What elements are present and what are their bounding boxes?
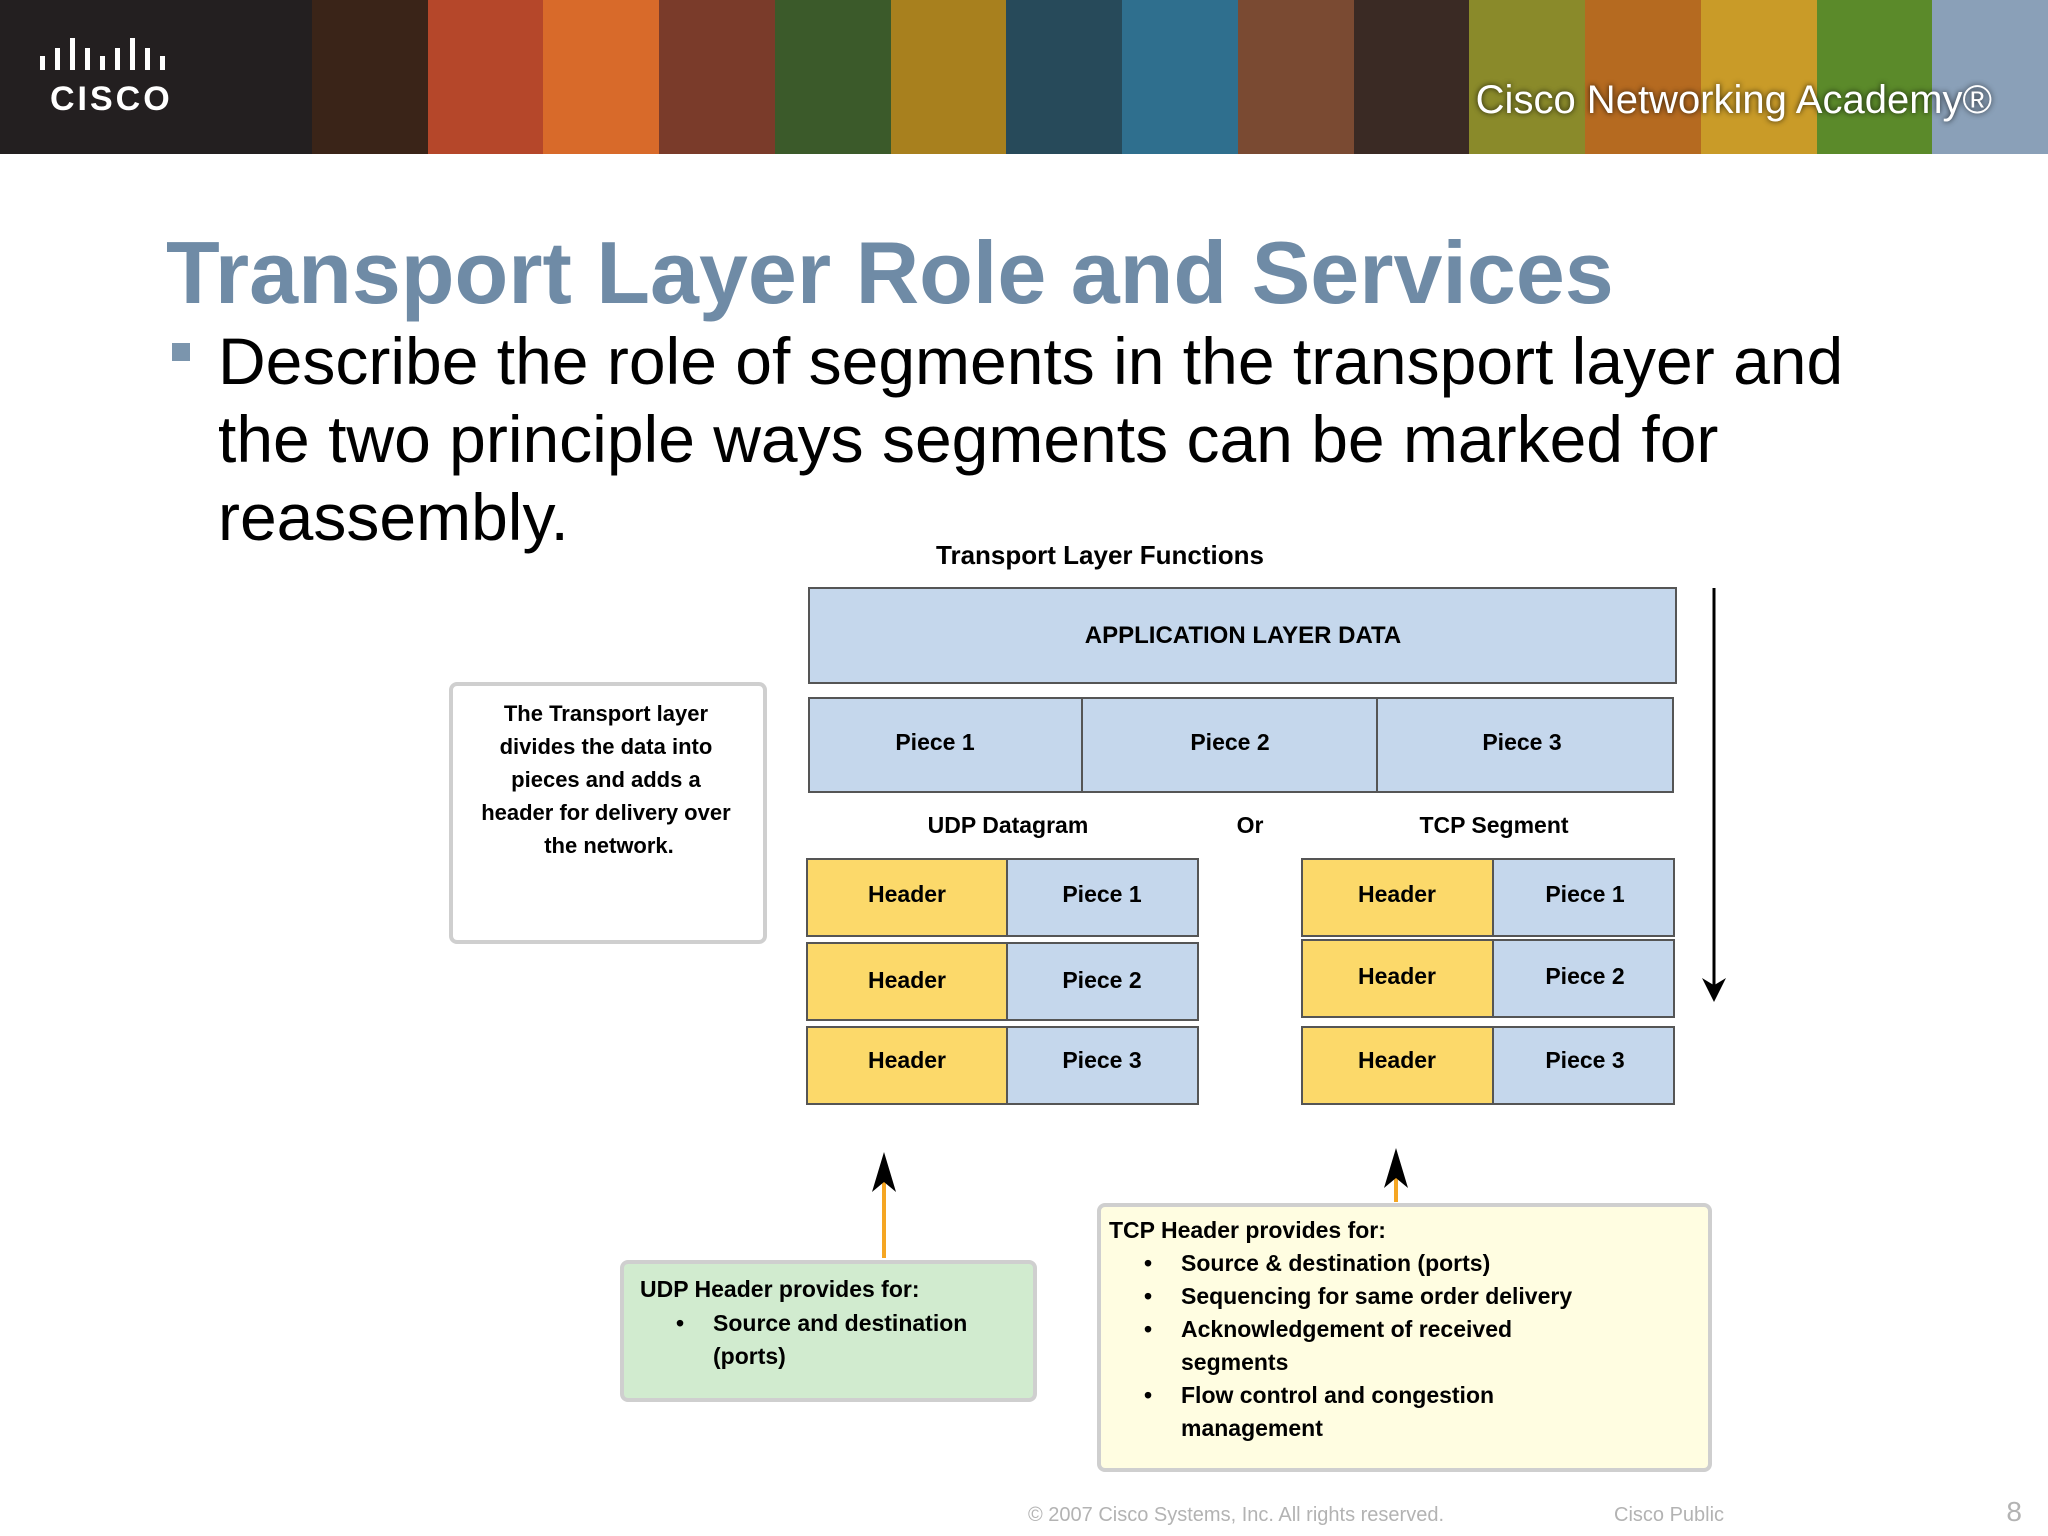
classification-text: Cisco Public xyxy=(1614,1504,1725,1526)
side-note-line: pieces and adds a xyxy=(511,767,701,792)
tcp-piece-label: Piece 1 xyxy=(1545,881,1624,907)
photo-strip xyxy=(1469,0,1586,154)
tcp-segment-label: TCP Segment xyxy=(1419,812,1568,838)
udp-box-title: UDP Header provides for: xyxy=(640,1276,919,1302)
cisco-logo-text: CISCO xyxy=(50,80,173,118)
tcp-header-info-box xyxy=(1097,1203,1712,1472)
tcp-box-title: TCP Header provides for: xyxy=(1109,1217,1386,1243)
application-data-block xyxy=(808,587,1677,684)
piece-block xyxy=(1081,697,1378,793)
tcp-piece-label: Piece 2 xyxy=(1545,963,1624,989)
tcp-header-block xyxy=(1301,858,1494,937)
bullet-marker xyxy=(172,343,190,361)
tcp-header-block xyxy=(1301,939,1494,1018)
udp-piece-block xyxy=(1006,858,1199,937)
udp-datagram-label: UDP Datagram xyxy=(928,812,1089,838)
tcp-box-item: Source & destination (ports) xyxy=(1181,1250,1490,1276)
photo-strip xyxy=(659,0,775,154)
udp-piece-label: Piece 3 xyxy=(1062,1047,1141,1073)
side-note-line: the network. xyxy=(544,833,674,858)
copyright-text: © 2007 Cisco Systems, Inc. All rights re… xyxy=(1028,1504,1445,1526)
udp-header-info-box xyxy=(620,1260,1037,1402)
page-number: 8 xyxy=(2006,1496,2022,1527)
udp-header-block xyxy=(806,1026,1008,1105)
tcp-header-label: Header xyxy=(1358,881,1436,907)
piece-label: Piece 3 xyxy=(1482,729,1561,755)
photo-strip xyxy=(312,0,428,154)
tcp-box-item: segments xyxy=(1181,1349,1288,1375)
tcp-box-item: management xyxy=(1181,1415,1323,1441)
application-data-label: APPLICATION LAYER DATA xyxy=(1085,622,1401,649)
photo-strip xyxy=(1237,0,1354,154)
piece-label: Piece 1 xyxy=(895,729,974,755)
tcp-box-bullet: • xyxy=(1144,1316,1152,1342)
side-note-text: The Transport layer divides the data int… xyxy=(481,701,737,858)
banner-caption: Cisco Networking Academy® xyxy=(1475,78,1992,122)
or-label: Or xyxy=(1237,812,1264,838)
photo-strip xyxy=(1700,0,1817,154)
slide-title: Transport Layer Role and Services xyxy=(166,223,1614,322)
photo-collage xyxy=(312,0,2048,154)
photo-strip xyxy=(1353,0,1470,154)
photo-strip xyxy=(774,0,891,154)
photo-strip xyxy=(1932,0,2048,154)
tcp-header-block xyxy=(1301,1026,1494,1105)
side-note-box xyxy=(449,682,767,944)
tcp-box-bullet: • xyxy=(1144,1382,1152,1408)
udp-piece-block xyxy=(1006,942,1199,1021)
udp-box-item: Source and destination xyxy=(713,1310,967,1336)
photo-strip xyxy=(427,0,544,154)
tcp-header-label: Header xyxy=(1358,1047,1436,1073)
side-note-line: header for delivery over xyxy=(481,800,731,825)
side-note-line: divides the data into xyxy=(500,734,713,759)
udp-box-item: (ports) xyxy=(713,1343,786,1369)
udp-box-bullet: • xyxy=(676,1310,684,1336)
tcp-piece-block xyxy=(1492,1026,1675,1105)
bullet-text: Describe the role of segments in the tra… xyxy=(218,324,1844,554)
udp-header-label: Header xyxy=(868,881,946,907)
tcp-header-label: Header xyxy=(1358,963,1436,989)
tcp-arrow-icon xyxy=(1384,1148,1408,1188)
photo-strip xyxy=(1816,0,1933,154)
tcp-box-bullet: • xyxy=(1144,1283,1152,1309)
photo-strip xyxy=(1585,0,1701,154)
photo-strip xyxy=(1006,0,1123,154)
udp-arrow-icon xyxy=(872,1152,896,1192)
tcp-box-item: Flow control and congestion xyxy=(1181,1382,1494,1408)
tcp-box-item: Acknowledgement of received xyxy=(1181,1316,1512,1342)
udp-piece-block xyxy=(1006,1026,1199,1105)
piece-block xyxy=(808,697,1083,793)
udp-header-label: Header xyxy=(868,967,946,993)
tcp-piece-label: Piece 3 xyxy=(1545,1047,1624,1073)
piece-block xyxy=(1376,697,1674,793)
tcp-piece-block xyxy=(1492,939,1675,1018)
udp-header-block xyxy=(806,858,1008,937)
side-note-line: The Transport layer xyxy=(504,701,709,726)
tcp-box-item: Sequencing for same order delivery xyxy=(1181,1283,1572,1309)
cisco-bars-icon xyxy=(40,38,165,70)
header-banner: CISCO Cisco Networking Academy® xyxy=(0,0,2048,154)
tcp-piece-block xyxy=(1492,858,1675,937)
photo-strip xyxy=(1122,0,1238,154)
udp-header-block xyxy=(806,942,1008,1021)
udp-piece-label: Piece 2 xyxy=(1062,967,1141,993)
tcp-box-bullet: • xyxy=(1144,1250,1152,1276)
photo-strip xyxy=(543,0,660,154)
cisco-logo: CISCO xyxy=(0,0,312,154)
photo-strip xyxy=(890,0,1007,154)
piece-label: Piece 2 xyxy=(1190,729,1269,755)
udp-piece-label: Piece 1 xyxy=(1062,881,1141,907)
udp-header-label: Header xyxy=(868,1047,946,1073)
